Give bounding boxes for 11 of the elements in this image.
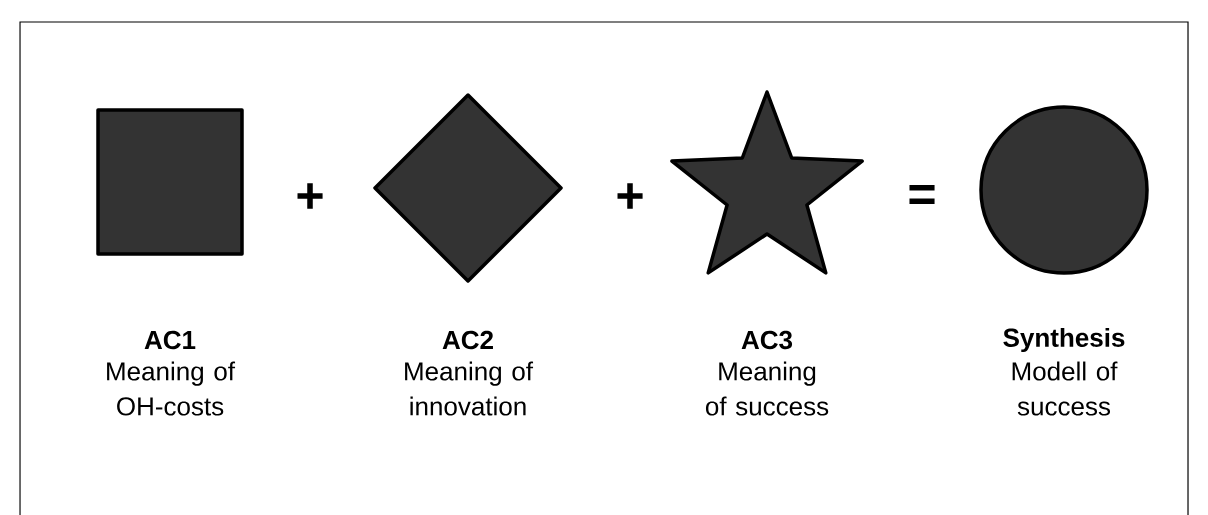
node-heading: AC3	[741, 330, 793, 350]
node-caption: Meaning of innovation	[405, 361, 534, 416]
node-caption: Modell of success	[1012, 361, 1118, 416]
node-caption: Meaning of success	[705, 361, 829, 416]
node-heading: Synthesis	[1003, 327, 1125, 353]
node-heading: AC1	[144, 330, 196, 350]
plus-sign: +	[297, 183, 323, 209]
node-caption: Meaning of OH-costs	[107, 361, 236, 416]
plus-sign: +	[617, 183, 643, 209]
equals-sign: =	[909, 185, 935, 204]
node-heading: AC2	[442, 330, 493, 350]
